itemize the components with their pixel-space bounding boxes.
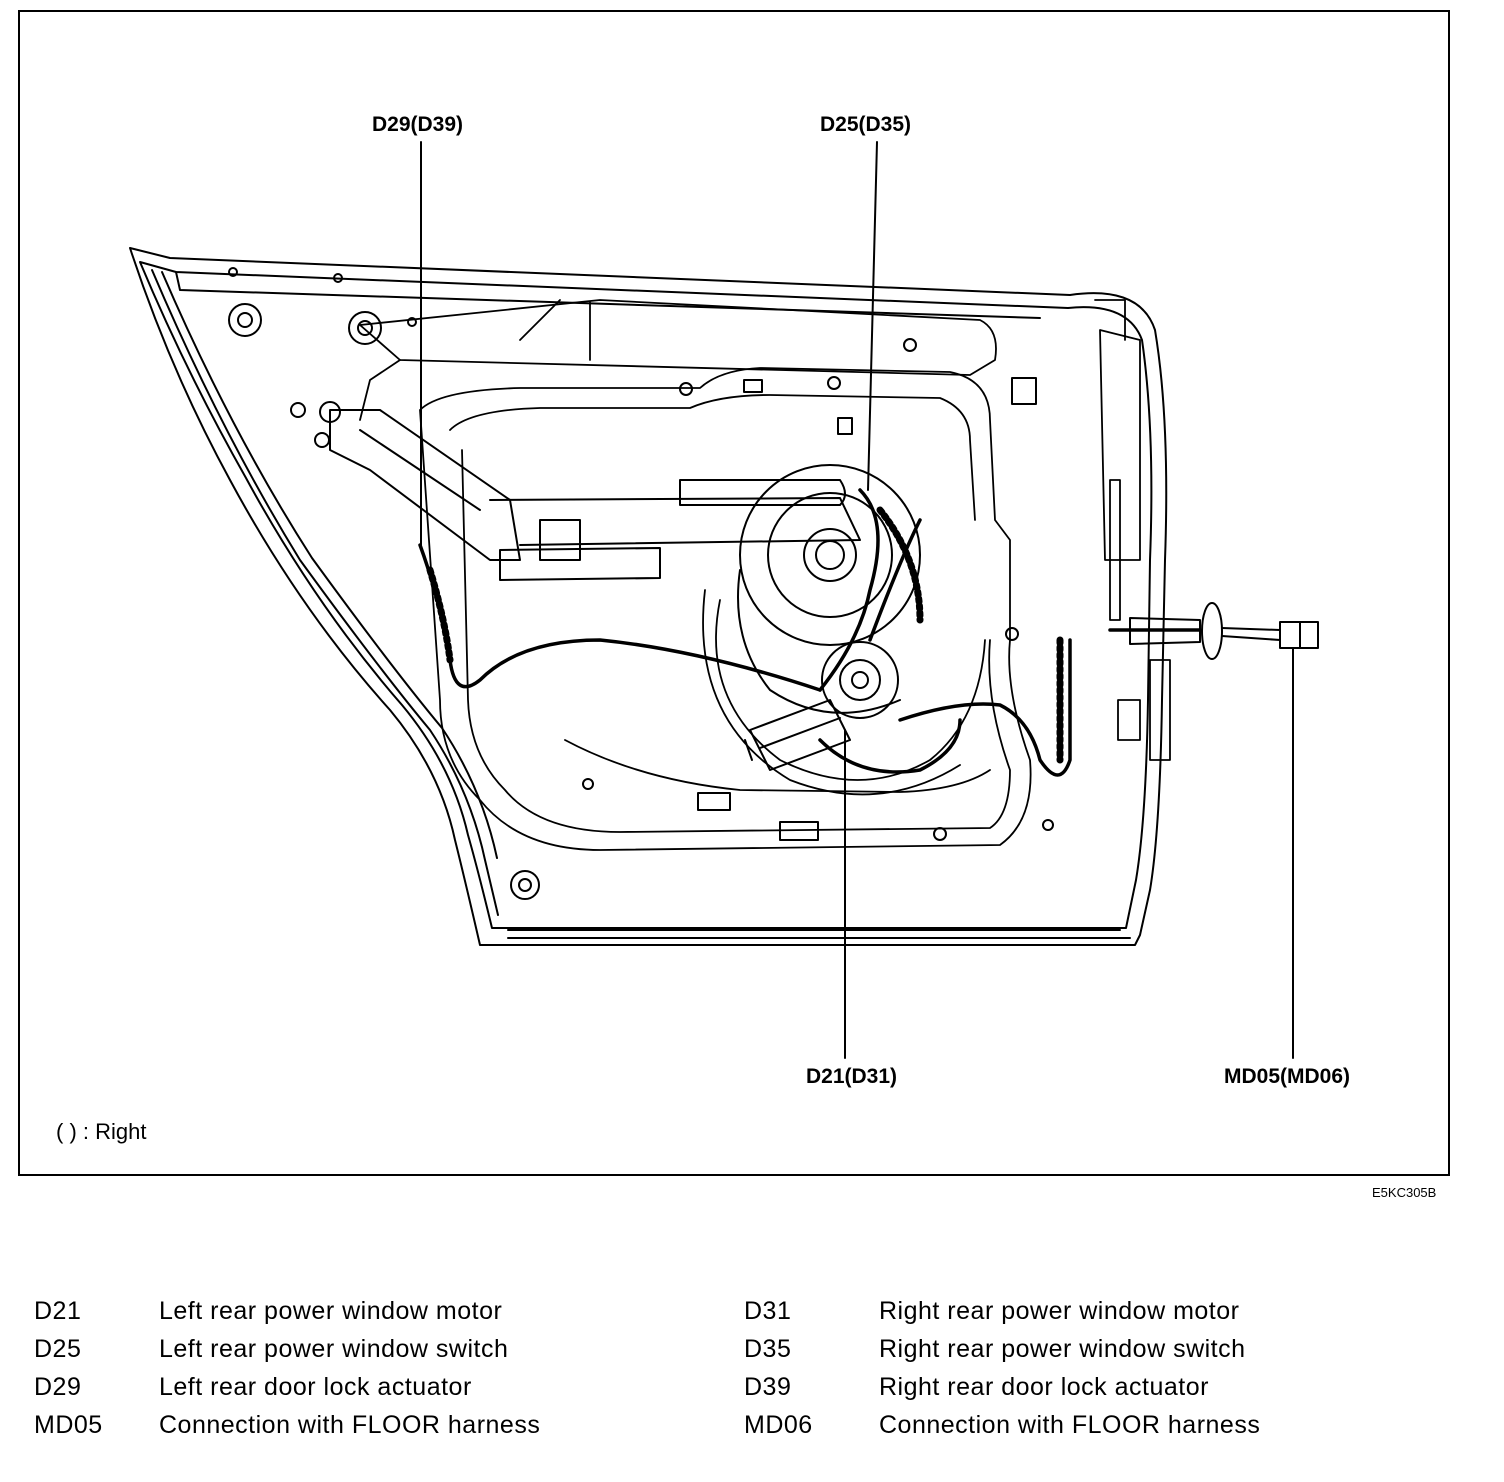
legend-description: Left rear door lock actuator <box>159 1373 472 1401</box>
service-holes <box>228 267 1054 900</box>
legend-code: D31 <box>744 1297 792 1325</box>
legend-description: Left rear power window switch <box>159 1335 509 1363</box>
legend-description: Right rear door lock actuator <box>879 1373 1209 1401</box>
legend-code: D25 <box>34 1335 82 1363</box>
door-wiring-diagram <box>129 141 1319 1059</box>
callout-md05-md06: MD05(MD06) <box>1224 1065 1351 1088</box>
legend-code: D21 <box>34 1297 82 1325</box>
callout-d21-d31: D21(D31) <box>806 1065 898 1088</box>
legend-code: D39 <box>744 1373 792 1401</box>
legend-code: D35 <box>744 1335 792 1363</box>
figure-frame <box>18 10 1450 1176</box>
inner-panel <box>419 367 1032 851</box>
legend-code: MD05 <box>34 1411 103 1439</box>
window-motor <box>744 641 899 771</box>
legend-code: D29 <box>34 1373 82 1401</box>
regulator-drum <box>737 464 921 714</box>
grommet-connector <box>1129 602 1319 660</box>
callout-d29-d39: D29(D39) <box>372 113 464 136</box>
door-side-strip <box>1094 299 1171 761</box>
callout-d25-d35: D25(D35) <box>820 113 912 136</box>
legend-description: Left rear power window motor <box>159 1297 503 1325</box>
legend-description: Right rear power window switch <box>879 1335 1246 1363</box>
harness-tape <box>426 506 1064 764</box>
legend-description: Connection with FLOOR harness <box>159 1411 541 1439</box>
leader-d25 <box>867 141 878 491</box>
upper-reinforcement <box>359 299 997 421</box>
legend-description: Connection with FLOOR harness <box>879 1411 1261 1439</box>
legend-description: Right rear power window motor <box>879 1297 1240 1325</box>
wire-harness <box>418 488 1202 777</box>
leader-lines <box>420 141 1294 1059</box>
regulator-arm <box>290 401 861 581</box>
door-outer-panel <box>129 247 1168 946</box>
figure-code: E5KC305B <box>1372 1185 1437 1200</box>
legend-code: MD06 <box>744 1411 813 1439</box>
right-side-note: ( ) : Right <box>56 1119 147 1144</box>
